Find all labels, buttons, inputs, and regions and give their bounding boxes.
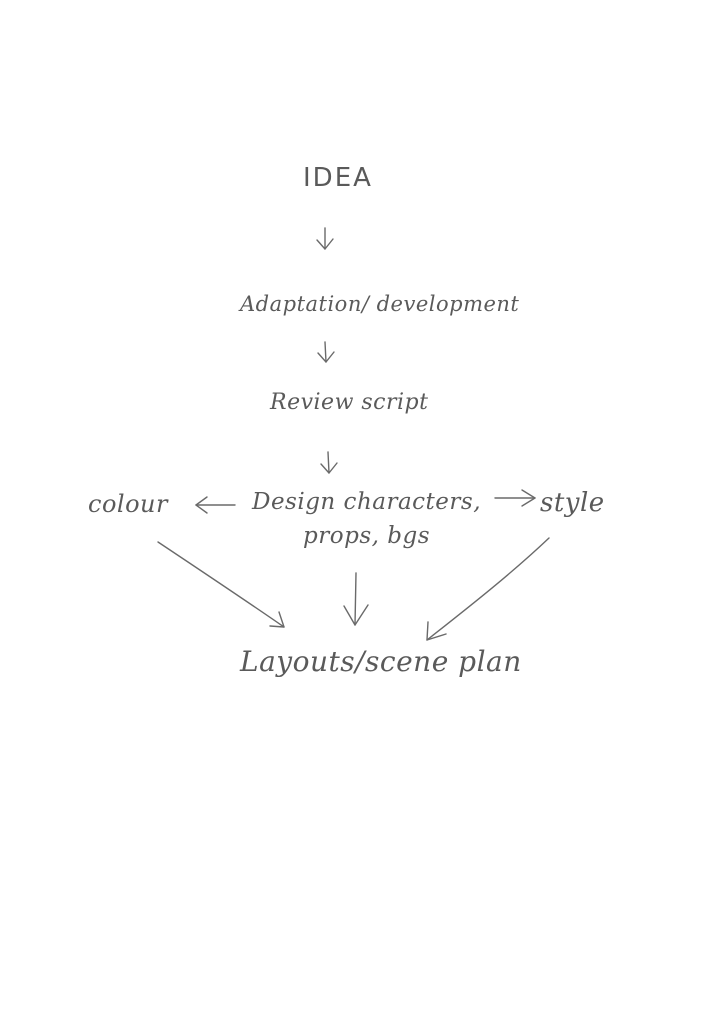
- arrow-adaptation-to-review: [317, 341, 335, 363]
- node-design-characters: Design characters, props, bgs: [252, 489, 482, 549]
- arrow-style-to-layouts: [426, 537, 550, 641]
- node-idea: IDEA: [303, 163, 373, 193]
- node-review-script: Review script: [270, 390, 429, 415]
- node-adaptation-development: Adaptation/ development: [240, 292, 520, 316]
- arrow-review-to-design: [320, 451, 338, 474]
- node-style: style: [540, 488, 605, 518]
- arrow-design-to-layouts: [343, 572, 369, 626]
- arrow-colour-to-layouts: [157, 541, 285, 628]
- arrow-design-to-style: [494, 489, 536, 507]
- node-layouts-scene-plan: Layouts/scene plan: [240, 645, 522, 678]
- arrow-idea-to-adaptation: [316, 227, 334, 250]
- node-colour: colour: [88, 490, 168, 518]
- arrow-design-to-colour: [195, 496, 236, 514]
